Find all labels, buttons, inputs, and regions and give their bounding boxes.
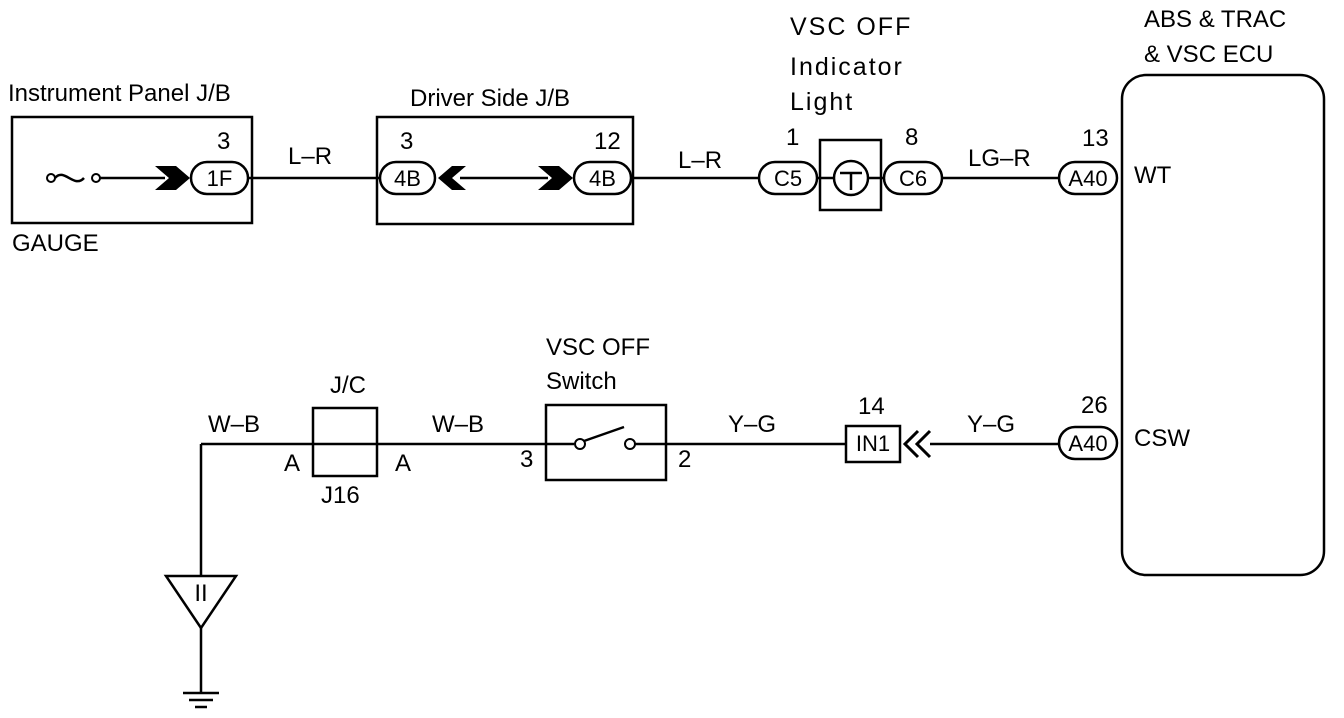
switch-title-1: VSC OFF — [546, 334, 650, 361]
connector-in1-label: IN1 — [856, 431, 890, 456]
ecu-pin-csw: 26 — [1081, 392, 1108, 419]
connector-4b-left-label: 4B — [394, 166, 421, 191]
wire-label-w-b-1: W–B — [208, 411, 260, 438]
indicator-light-box — [818, 138, 883, 212]
jc-box — [311, 406, 379, 478]
ground-point-label: II — [194, 580, 207, 607]
wire-label-lg-r: LG–R — [968, 145, 1031, 172]
driver-jb-pin-left: 3 — [400, 128, 413, 155]
switch-pin-right: 2 — [678, 446, 691, 473]
jc-connector-label: J16 — [321, 482, 360, 509]
connector-4b-left-shape — [378, 160, 437, 196]
instrument-panel-jb-box — [10, 115, 254, 225]
driver-side-jb-box — [375, 115, 635, 226]
bulb-icon — [832, 159, 870, 197]
connector-c5-label: C5 — [774, 166, 802, 191]
connector-c5-shape — [757, 160, 819, 196]
wire-label-w-b-2: W–B — [432, 411, 484, 438]
connector-1f-label: 1F — [207, 166, 233, 191]
fuse-icon — [46, 173, 101, 183]
connector-a40-csw-label: A40 — [1068, 431, 1107, 456]
indicator-light-title-2: Indicator — [790, 53, 904, 81]
switch-icon — [546, 425, 666, 450]
connector-chevron-icon — [902, 429, 932, 459]
ecu-terminal-wt: WT — [1134, 162, 1172, 189]
light-pin-left: 1 — [786, 124, 799, 151]
indicator-light-title-1: VSC OFF — [790, 13, 912, 41]
wire-label-l-r-2: L–R — [678, 147, 722, 174]
instrument-panel-jb-title: Instrument Panel J/B — [8, 80, 231, 107]
light-pin-right: 8 — [905, 124, 918, 151]
connector-a40-csw-shape — [1057, 425, 1119, 461]
jc-title: J/C — [330, 372, 366, 399]
wire-label-l-r-1: L–R — [288, 143, 332, 170]
gauge-fuse-label: GAUGE — [12, 230, 99, 257]
connector-a40-wt-shape — [1057, 160, 1119, 196]
switch-box — [544, 403, 668, 482]
instrument-panel-jb-pin: 3 — [217, 128, 230, 155]
ground-point-shape — [163, 574, 239, 631]
connector-arrow-icon — [438, 166, 466, 190]
switch-title-2: Switch — [546, 368, 617, 395]
ecu-terminal-csw: CSW — [1134, 425, 1190, 452]
connector-in1-shape — [844, 424, 902, 464]
connector-4b-right-label: 4B — [589, 166, 616, 191]
driver-side-jb-title: Driver Side J/B — [410, 85, 570, 112]
connector-a40-wt-label: A40 — [1068, 166, 1107, 191]
ecu-title-2: & VSC ECU — [1144, 41, 1273, 68]
jc-pin-right: A — [395, 450, 411, 477]
ecu-box — [1120, 73, 1326, 577]
ground-icon — [183, 691, 219, 709]
wire-label-y-g-2: Y–G — [967, 411, 1015, 438]
connector-c6-label: C6 — [899, 166, 927, 191]
ecu-pin-wt: 13 — [1082, 125, 1109, 152]
driver-jb-pin-right: 12 — [594, 128, 621, 155]
indicator-light-title-3: Light — [790, 88, 854, 116]
ecu-title-1: ABS & TRAC — [1144, 6, 1286, 33]
jc-pin-left: A — [284, 450, 300, 477]
in1-pin: 14 — [858, 393, 885, 420]
wire-label-y-g-1: Y–G — [728, 411, 776, 438]
connector-arrow-icon — [155, 166, 190, 190]
switch-pin-left: 3 — [520, 446, 533, 473]
connector-arrow-icon — [538, 166, 573, 190]
